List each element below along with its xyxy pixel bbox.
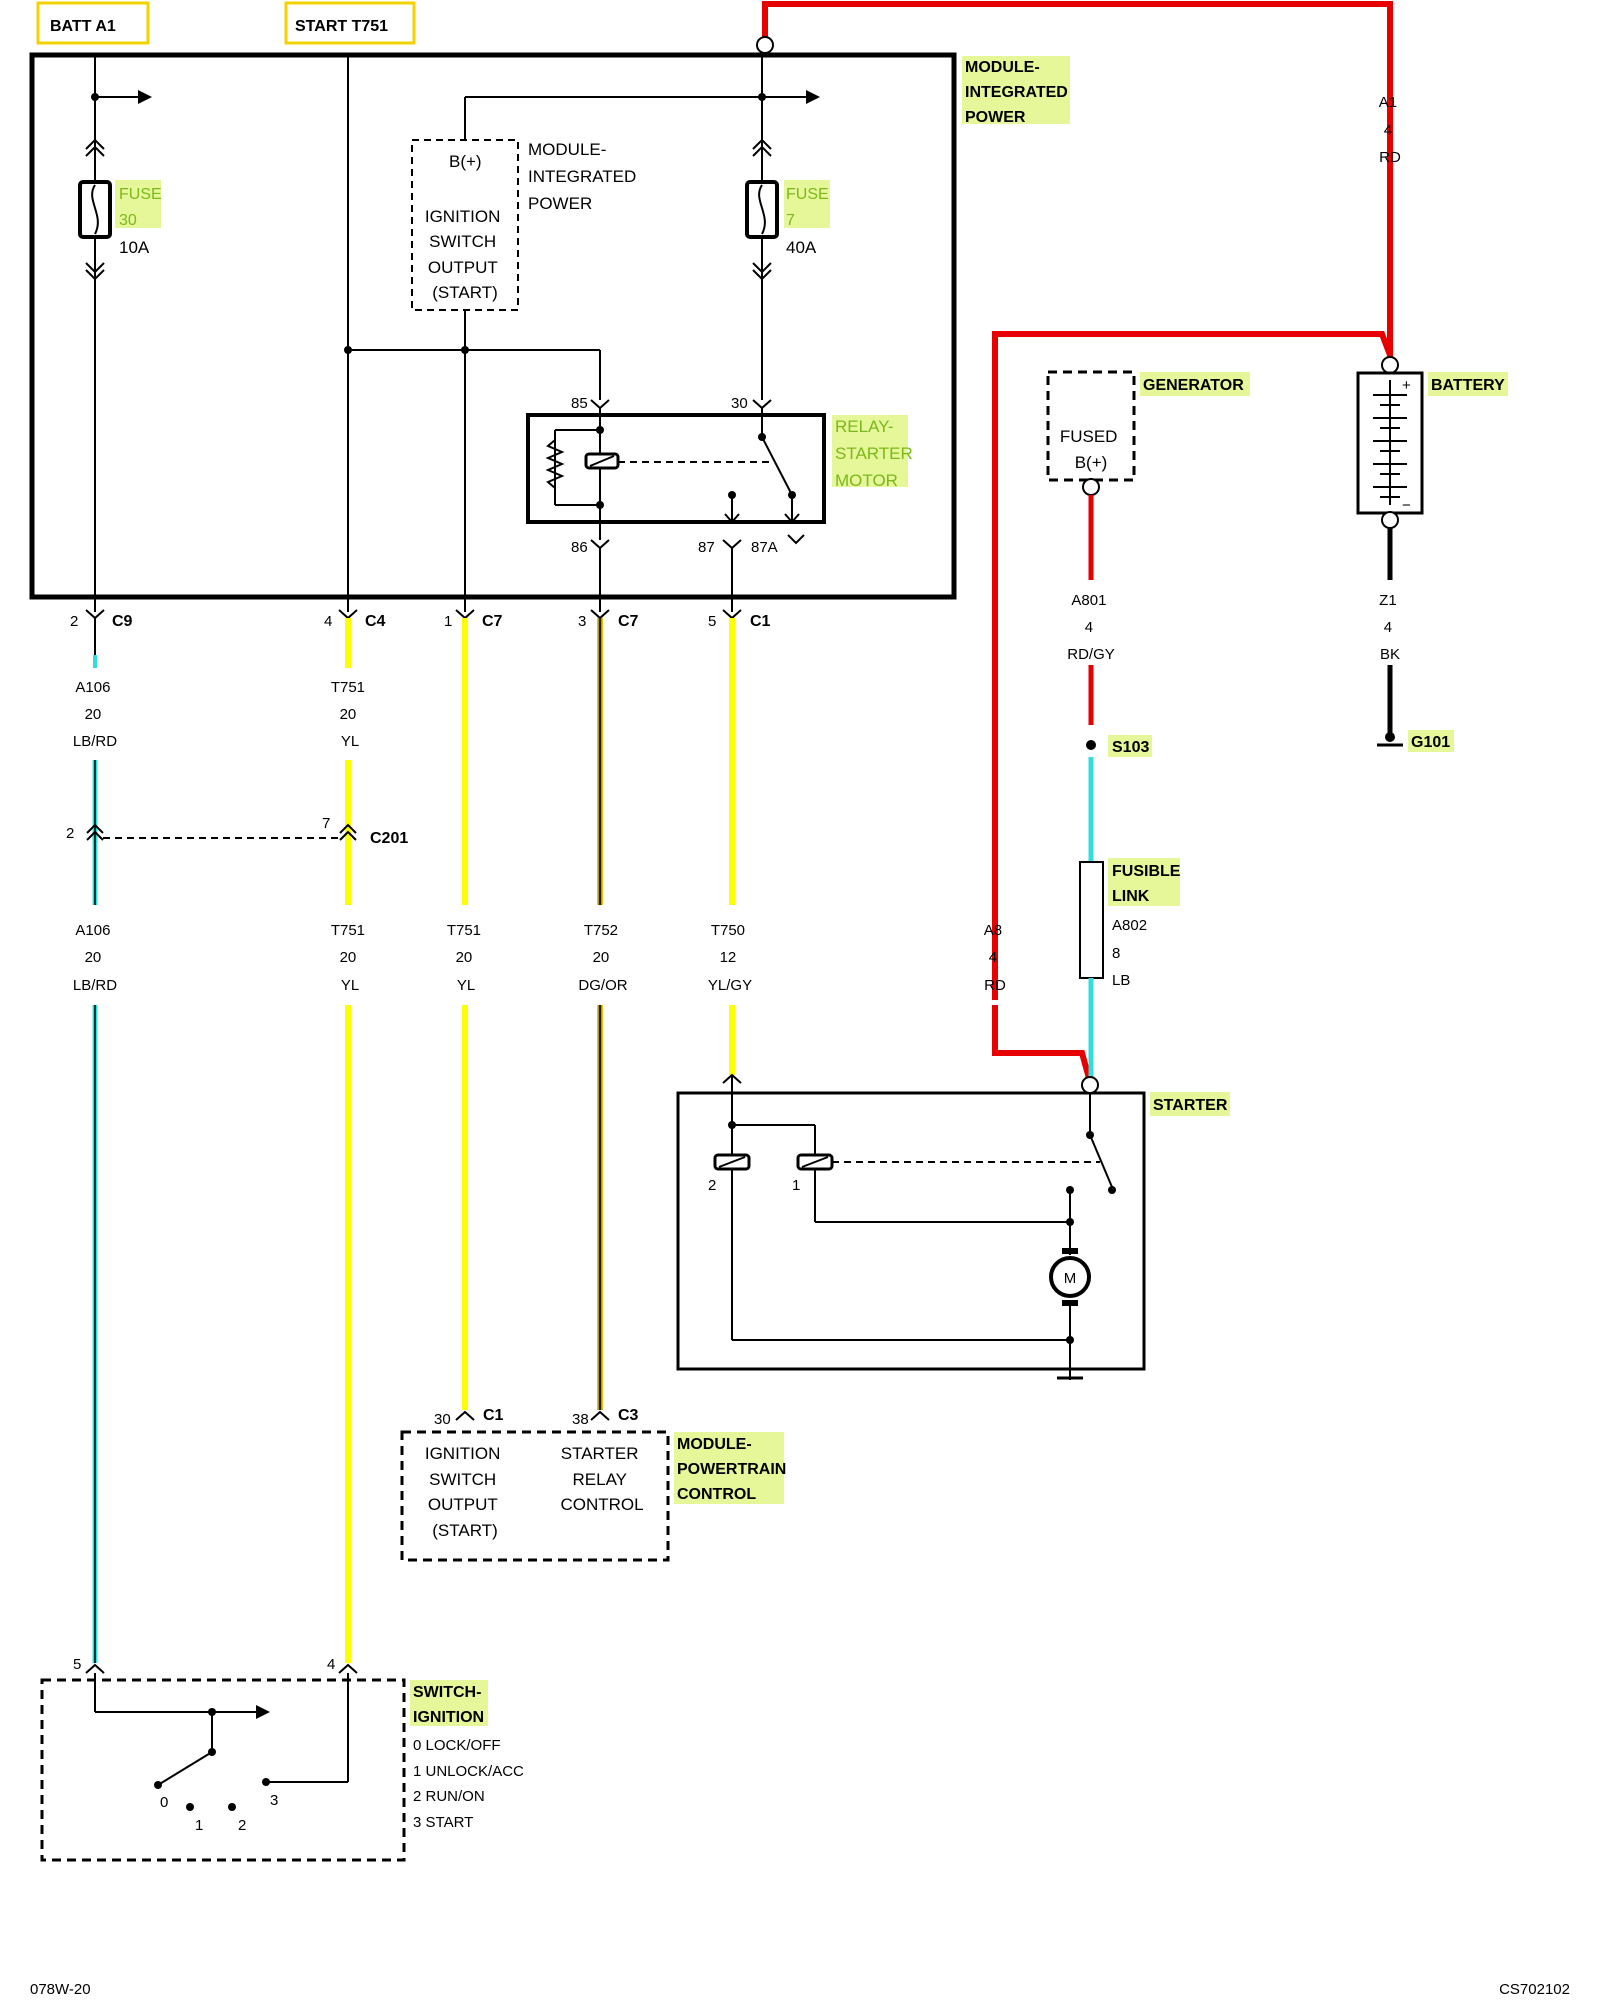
c1-name: C1 bbox=[750, 613, 771, 630]
wire-a106-top-label: A106 20 LB/RD bbox=[73, 679, 117, 750]
c4-pin: 4 bbox=[324, 613, 332, 630]
pcm-c1-pin: 30 bbox=[434, 1411, 451, 1428]
footer-left: 078W-20 bbox=[30, 1981, 91, 1998]
pcm-title: MODULE- POWERTRAIN CONTROL bbox=[677, 1436, 791, 1503]
pcm-right-label: STARTER RELAY CONTROL bbox=[560, 1444, 643, 1514]
ign-output-label: IGNITION SWITCH OUTPUT (START) bbox=[425, 207, 505, 302]
c7b-pin: 3 bbox=[578, 613, 586, 630]
relay-title: RELAY- STARTER MOTOR bbox=[835, 417, 918, 490]
fuse-7-label: FUSE bbox=[786, 186, 829, 203]
wire-a8-label: A8 4 RD bbox=[984, 922, 1007, 994]
relay-switch-arm bbox=[761, 436, 793, 496]
start-header-box bbox=[284, 1, 416, 45]
switch-contact-2: 2 bbox=[238, 1817, 246, 1834]
switch-contact-3: 3 bbox=[270, 1792, 278, 1809]
wire-t752-label: T752 20 DG/OR bbox=[578, 922, 627, 994]
pcm-left-label: IGNITION SWITCH OUTPUT (START) bbox=[425, 1444, 505, 1540]
c201-name: C201 bbox=[370, 830, 408, 847]
pcm-c1-name: C1 bbox=[483, 1407, 504, 1424]
batt-header: BATT A1 bbox=[50, 18, 116, 35]
splice-label: S103 bbox=[1112, 739, 1149, 756]
ground-label: G101 bbox=[1411, 734, 1450, 751]
start-header: START T751 bbox=[295, 18, 388, 35]
c9-pin: 2 bbox=[70, 613, 78, 630]
battery-plus: + bbox=[1402, 377, 1411, 394]
battery-minus: − bbox=[1402, 497, 1411, 514]
ignition-switch-arm bbox=[157, 1751, 213, 1786]
relay-pin-85: 85 bbox=[571, 395, 588, 412]
c9-name: C9 bbox=[112, 613, 133, 630]
pcm-c3-pin: 38 bbox=[572, 1411, 589, 1428]
fuse-30-num: 30 bbox=[119, 212, 137, 229]
ignition-switch-box bbox=[40, 1678, 406, 1862]
c201-pin-left: 2 bbox=[66, 825, 74, 842]
c4-name: C4 bbox=[365, 613, 386, 630]
wire-a1-label: A1 4 RD bbox=[1379, 94, 1402, 166]
footer-right: CS702102 bbox=[1499, 1981, 1570, 1998]
batt-header-box bbox=[36, 1, 150, 45]
relay-pin-87a: 87A bbox=[751, 539, 778, 556]
switch-pin-4: 4 bbox=[327, 1656, 335, 1673]
generator-box bbox=[1046, 370, 1136, 482]
starter-pin-2: 2 bbox=[708, 1177, 716, 1194]
relay-pin-30: 30 bbox=[731, 395, 748, 412]
ign-output-bplus: B(+) bbox=[449, 152, 482, 171]
mip-internal-label: MODULE- INTEGRATED POWER bbox=[528, 140, 641, 213]
wire-a801-label: A801 4 RD/GY bbox=[1067, 592, 1115, 663]
fusible-link-title: FUSIBLE LINK bbox=[1112, 863, 1185, 905]
relay-pin-87: 87 bbox=[698, 539, 715, 556]
fuse-30-label: FUSE bbox=[119, 186, 162, 203]
wire-t751-bottom-label: T751 20 YL bbox=[331, 922, 369, 994]
motor-label: M bbox=[1064, 1270, 1077, 1287]
wire-t751-center-label: T751 20 YL bbox=[447, 922, 485, 994]
wire-a1-red bbox=[762, 1, 1393, 365]
generator-label: FUSED B(+) bbox=[1060, 427, 1122, 472]
wire-a8-red bbox=[992, 331, 1393, 1000]
starter-box bbox=[676, 1091, 1146, 1371]
connector-row bbox=[85, 609, 742, 620]
c1-pin: 5 bbox=[708, 613, 716, 630]
module-integrated-power-box bbox=[29, 52, 957, 600]
relay-resistor-icon bbox=[545, 439, 565, 489]
relay-starter-motor bbox=[526, 413, 826, 524]
mip-title: MODULE- INTEGRATED POWER bbox=[965, 59, 1072, 126]
wire-t751-top-label: T751 20 YL bbox=[331, 679, 369, 750]
starter-switch-arm bbox=[1089, 1134, 1113, 1188]
relay-pin-86: 86 bbox=[571, 539, 588, 556]
motor-icon bbox=[1049, 1256, 1091, 1298]
pcm-box bbox=[400, 1430, 670, 1562]
fuse-7-rating: 40A bbox=[786, 238, 817, 257]
battery-title: BATTERY bbox=[1431, 377, 1505, 394]
splice-s103 bbox=[1086, 740, 1096, 750]
fuse-7-num: 7 bbox=[786, 212, 795, 229]
pcm-c3-name: C3 bbox=[618, 1407, 639, 1424]
switch-pin-5: 5 bbox=[73, 1656, 81, 1673]
switch-contact-0: 0 bbox=[160, 1794, 168, 1811]
wire-z1-label: Z1 4 BK bbox=[1379, 592, 1401, 663]
wire-t750-label: T750 12 YL/GY bbox=[708, 922, 752, 994]
starter-title: STARTER bbox=[1153, 1097, 1228, 1114]
switch-contact-1: 1 bbox=[195, 1817, 203, 1834]
switch-positions: 0 LOCK/OFF 1 UNLOCK/ACC 2 RUN/ON 3 START bbox=[413, 1737, 528, 1831]
fuse-30-rating: 10A bbox=[119, 238, 150, 257]
starter-pin-1: 1 bbox=[792, 1177, 800, 1194]
c7b-name: C7 bbox=[618, 613, 639, 630]
mip-power-terminal bbox=[756, 36, 774, 54]
c7a-name: C7 bbox=[482, 613, 503, 630]
fusible-link bbox=[1079, 861, 1104, 979]
mip-title-highlight bbox=[962, 56, 1070, 124]
wire-a106-bottom-label: A106 20 LB/RD bbox=[73, 922, 117, 994]
switch-title: SWITCH- IGNITION bbox=[413, 1684, 486, 1726]
wire-a802-label: A802 8 LB bbox=[1112, 917, 1151, 989]
c7a-pin: 1 bbox=[444, 613, 452, 630]
generator-title: GENERATOR bbox=[1143, 377, 1244, 394]
c201-pin-right: 7 bbox=[322, 815, 330, 832]
